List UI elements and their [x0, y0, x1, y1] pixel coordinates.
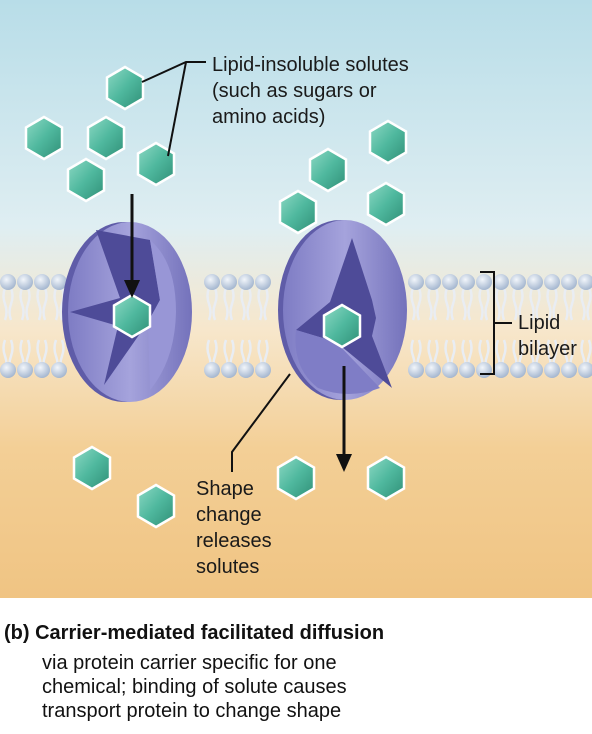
- lipid-head: [425, 362, 441, 378]
- shape-change-label-line-3: releases: [196, 530, 272, 552]
- lipid-head: [221, 362, 237, 378]
- lipid-head: [459, 274, 475, 290]
- lipid-tail: [257, 287, 269, 373]
- solutes-leader: [141, 61, 206, 157]
- lipid-tail: [19, 287, 31, 373]
- lipid-head: [476, 362, 492, 378]
- bilayer-label-line-2: bilayer: [518, 338, 577, 360]
- lipid-head: [527, 362, 543, 378]
- lipid-head: [0, 274, 16, 290]
- lipid-head: [527, 274, 543, 290]
- exit-arrow: [336, 366, 352, 472]
- lipid-head: [51, 362, 67, 378]
- caption-title: (b) Carrier-mediated facilitated diffusi…: [4, 622, 385, 644]
- lipid-head: [493, 274, 509, 290]
- solutes-label-line-1: Lipid-insoluble solutes: [212, 54, 409, 76]
- lipid-head: [204, 362, 220, 378]
- lipid-tail: [529, 287, 541, 373]
- lipid-head: [425, 274, 441, 290]
- lipid-tail: [580, 287, 592, 373]
- lipid-head: [255, 274, 271, 290]
- shape-change-label-line-1: Shape: [196, 478, 254, 500]
- lipid-tail: [53, 287, 65, 373]
- lipid-head: [510, 274, 526, 290]
- lipid-tail: [427, 287, 439, 373]
- lipid-head: [459, 362, 475, 378]
- lipid-head: [51, 274, 67, 290]
- lipid-head: [476, 274, 492, 290]
- lipid-head: [408, 362, 424, 378]
- lipid-head: [204, 274, 220, 290]
- lipid-head: [510, 362, 526, 378]
- lipid-head: [408, 274, 424, 290]
- caption-line-2: chemical; binding of solute causes: [42, 676, 347, 698]
- lipid-head: [442, 274, 458, 290]
- lipid-tail: [461, 287, 473, 373]
- solutes-label-line-2: (such as sugars or: [212, 80, 377, 102]
- lipid-tail: [240, 287, 252, 373]
- lipid-head: [544, 362, 560, 378]
- lipid-head: [17, 362, 33, 378]
- bilayer-bracket: [480, 271, 512, 375]
- lipid-head: [238, 274, 254, 290]
- shape-change-label-line-2: change: [196, 504, 262, 526]
- lipid-head: [561, 362, 577, 378]
- lipid-head: [544, 274, 560, 290]
- lipid-head: [561, 274, 577, 290]
- lipid-tail: [36, 287, 48, 373]
- shape-change-label-line-4: solutes: [196, 556, 260, 578]
- lipid-tail: [478, 287, 490, 373]
- lipid-tail: [512, 287, 524, 373]
- lipid-head: [493, 362, 509, 378]
- lipid-head: [34, 274, 50, 290]
- lipid-head: [17, 274, 33, 290]
- bilayer-label-line-1: Lipid: [518, 312, 561, 334]
- lipid-head: [442, 362, 458, 378]
- lipid-tail: [410, 287, 422, 373]
- shape-change-leader: [231, 373, 291, 472]
- lipid-tail: [563, 287, 575, 373]
- lipid-head: [238, 362, 254, 378]
- lipid-head: [0, 362, 16, 378]
- lipid-head: [578, 362, 592, 378]
- entry-arrow: [124, 194, 140, 298]
- lipid-tail: [2, 287, 14, 373]
- lipid-head: [34, 362, 50, 378]
- caption-line-3: transport protein to change shape: [42, 700, 342, 722]
- diffusion-diagram: [0, 0, 592, 598]
- lipid-head: [578, 274, 592, 290]
- lipid-head: [221, 274, 237, 290]
- caption-line-1: via protein carrier specific for one: [42, 652, 337, 674]
- lipid-tail: [206, 287, 218, 373]
- lipid-bilayer: [0, 274, 592, 378]
- lipid-tail: [223, 287, 235, 373]
- lipid-tail: [495, 287, 507, 373]
- lipid-tail: [546, 287, 558, 373]
- solutes-label-line-3: amino acids): [212, 106, 326, 128]
- lipid-tail: [444, 287, 456, 373]
- lipid-head: [255, 362, 271, 378]
